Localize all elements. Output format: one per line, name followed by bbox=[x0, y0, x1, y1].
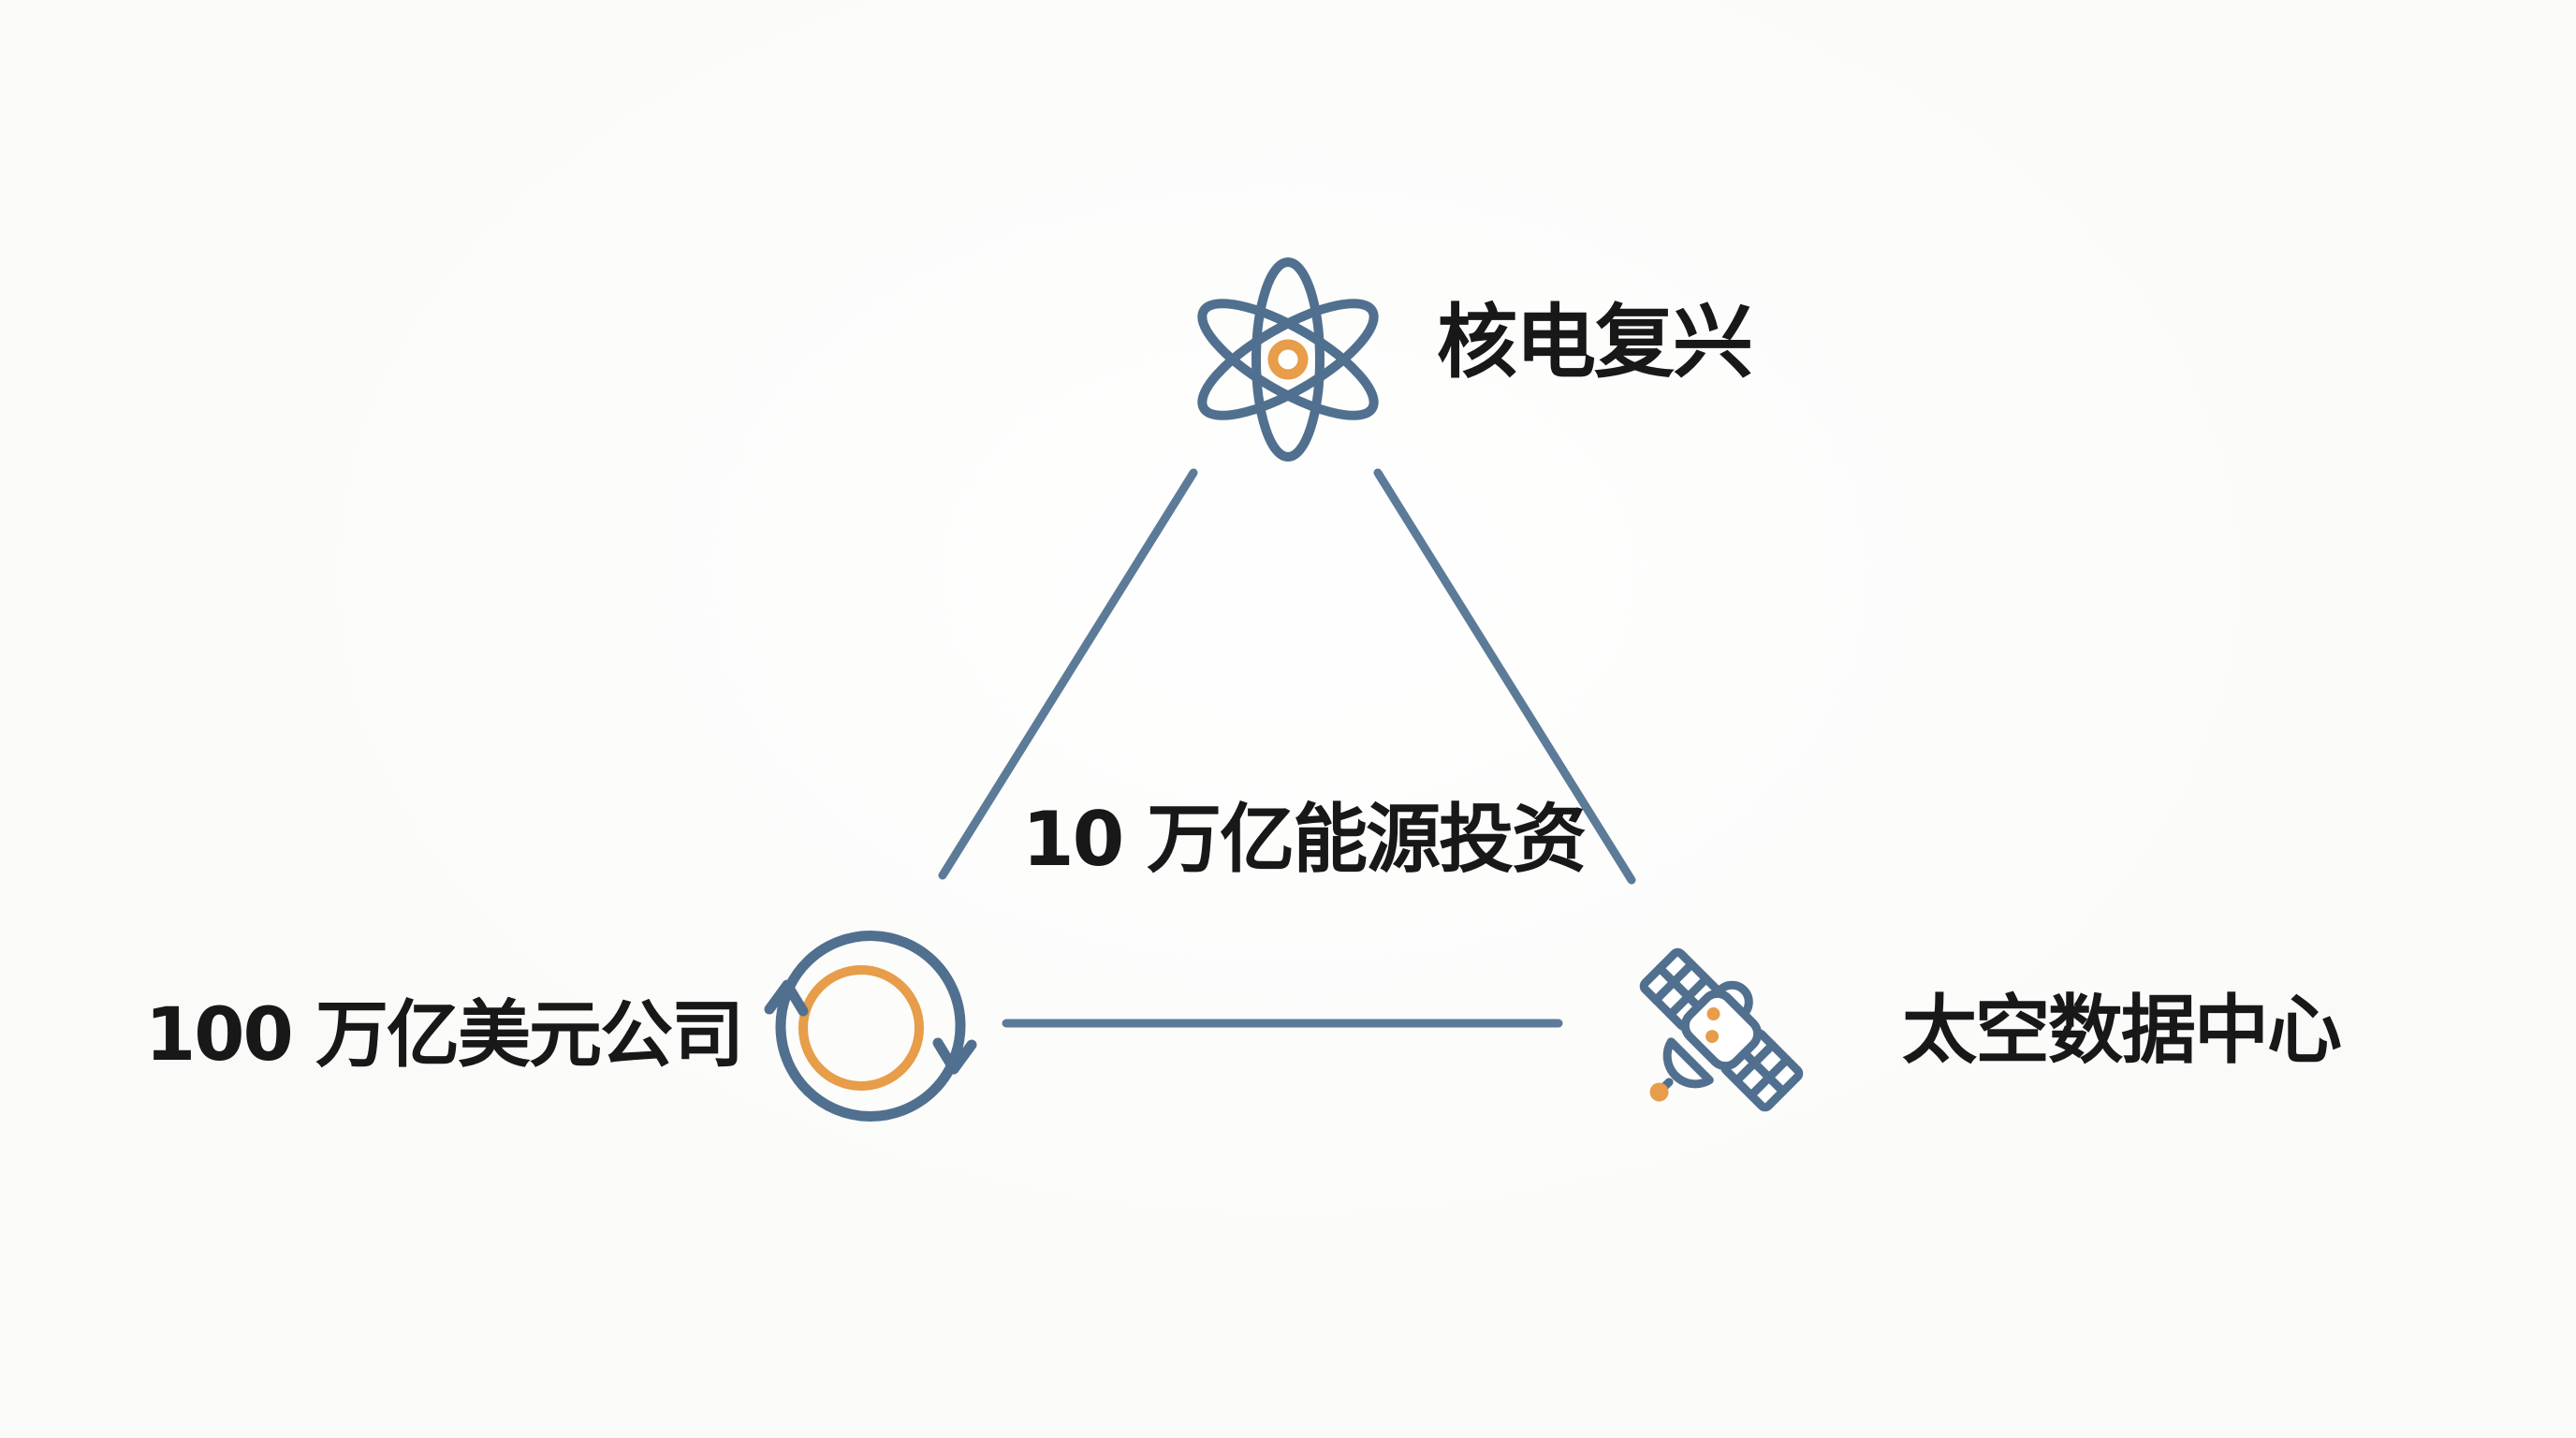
cycle-icon bbox=[764, 931, 977, 1122]
center-edge-label-energy-investment: 10 万亿能源投资 bbox=[1022, 796, 1587, 883]
arrow-up-icon bbox=[764, 979, 809, 1017]
edge-top-to-right bbox=[1373, 468, 1636, 885]
arrow-down-icon bbox=[932, 1037, 977, 1075]
satellite-icon bbox=[1639, 947, 1804, 1112]
node-label-space-datacenter: 太空数据中心 bbox=[1902, 987, 2342, 1074]
edge-top-to-left bbox=[938, 468, 1198, 880]
atom-icon bbox=[1197, 257, 1379, 462]
node-label-nuclear-renaissance: 核电复兴 bbox=[1437, 296, 1753, 389]
nucleus bbox=[1267, 339, 1309, 380]
node-label-trillion-company: 100 万亿美元公司 bbox=[145, 993, 744, 1078]
